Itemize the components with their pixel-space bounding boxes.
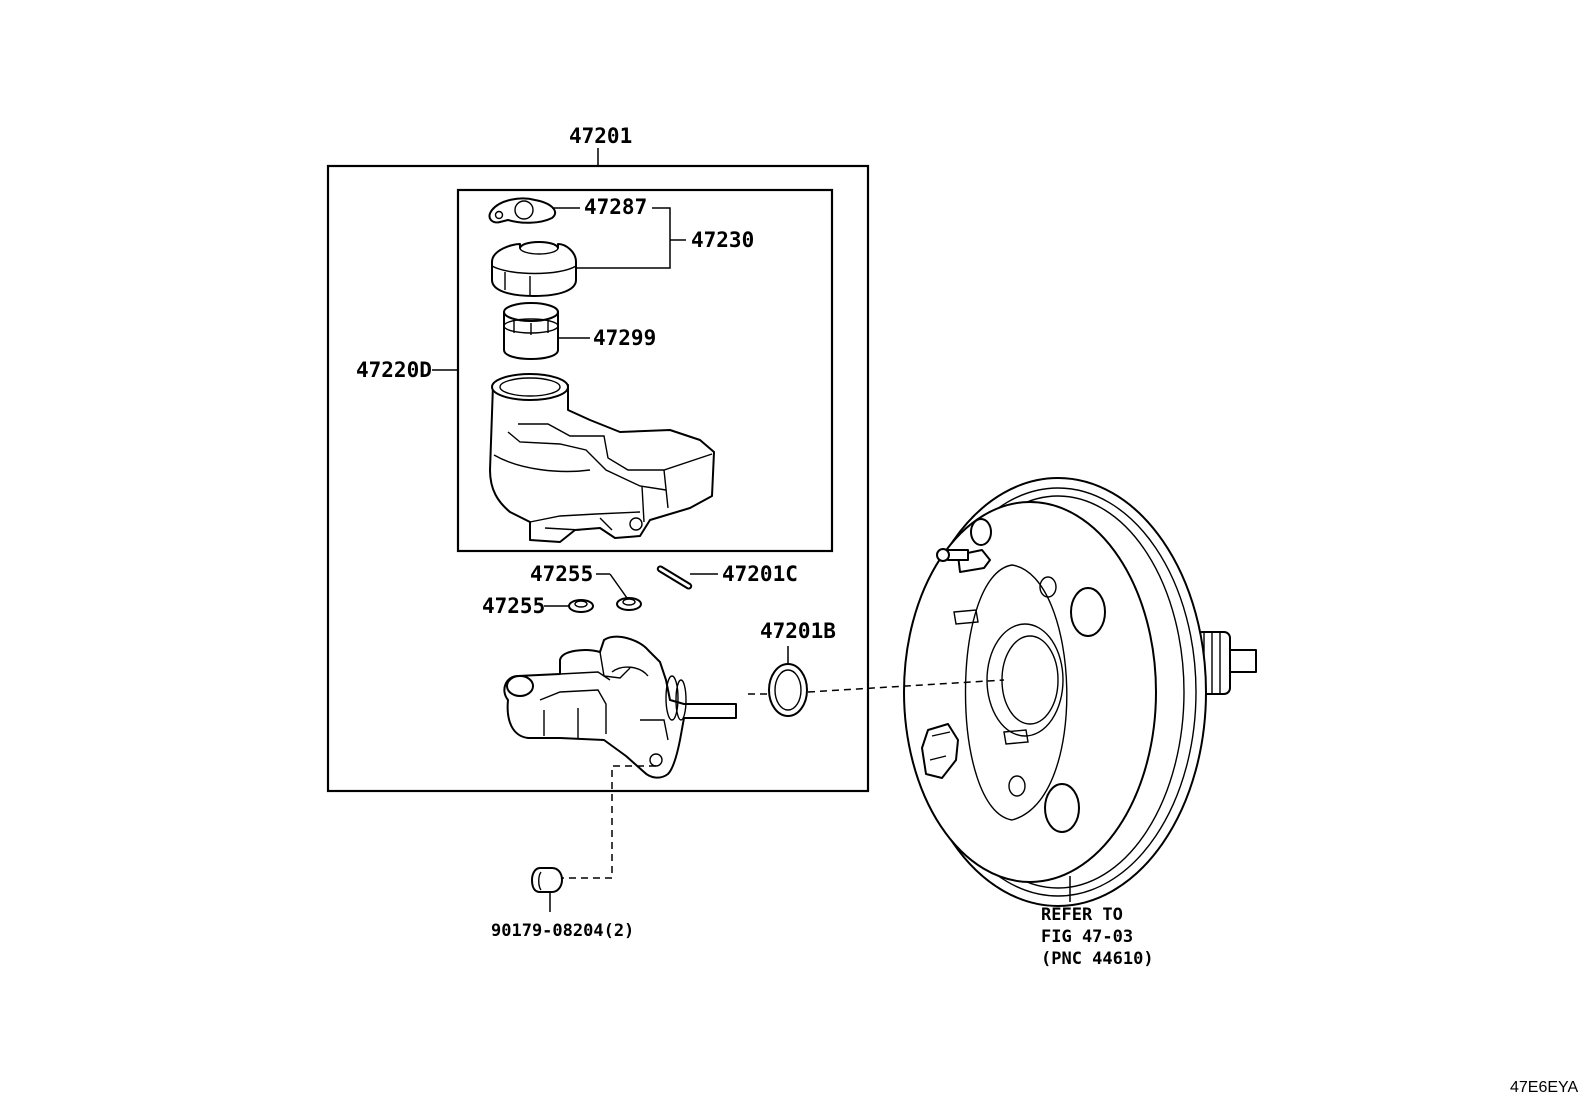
label-47287: 47287 bbox=[584, 195, 647, 219]
label-47255-upper: 47255 bbox=[530, 562, 593, 586]
booster-reference-line1: REFER TO bbox=[1041, 905, 1123, 925]
label-47255-lower: 47255 bbox=[482, 594, 545, 618]
label-47299: 47299 bbox=[593, 326, 656, 350]
grommet-part-upper bbox=[616, 597, 642, 611]
gasket-part bbox=[488, 197, 557, 224]
o-ring-part bbox=[768, 663, 808, 717]
brake-booster-part bbox=[903, 477, 1257, 907]
pin-part bbox=[656, 565, 693, 590]
label-47230: 47230 bbox=[691, 228, 754, 252]
strainer-part bbox=[503, 302, 559, 360]
booster-reference-line2: FIG 47-03 bbox=[1041, 927, 1133, 947]
reservoir-body-part bbox=[489, 373, 715, 543]
label-90179-08204: 90179-08204(2) bbox=[491, 921, 634, 941]
nut-part bbox=[531, 867, 563, 893]
grommet-part-lower bbox=[568, 599, 594, 613]
illustration-code: 47E6EYA bbox=[1510, 1079, 1579, 1096]
master-cylinder-part bbox=[503, 635, 737, 779]
reservoir-cap-part bbox=[491, 241, 577, 297]
label-47201B: 47201B bbox=[760, 619, 836, 643]
label-47220D: 47220D bbox=[356, 358, 432, 382]
assembly-47201-box bbox=[326, 148, 870, 793]
dashed-installation-lines bbox=[562, 679, 1005, 879]
label-47201C: 47201C bbox=[722, 562, 798, 586]
booster-reference-line3: (PNC 44610) bbox=[1041, 949, 1154, 969]
label-47201: 47201 bbox=[569, 124, 632, 148]
leader-lines bbox=[432, 207, 1071, 912]
